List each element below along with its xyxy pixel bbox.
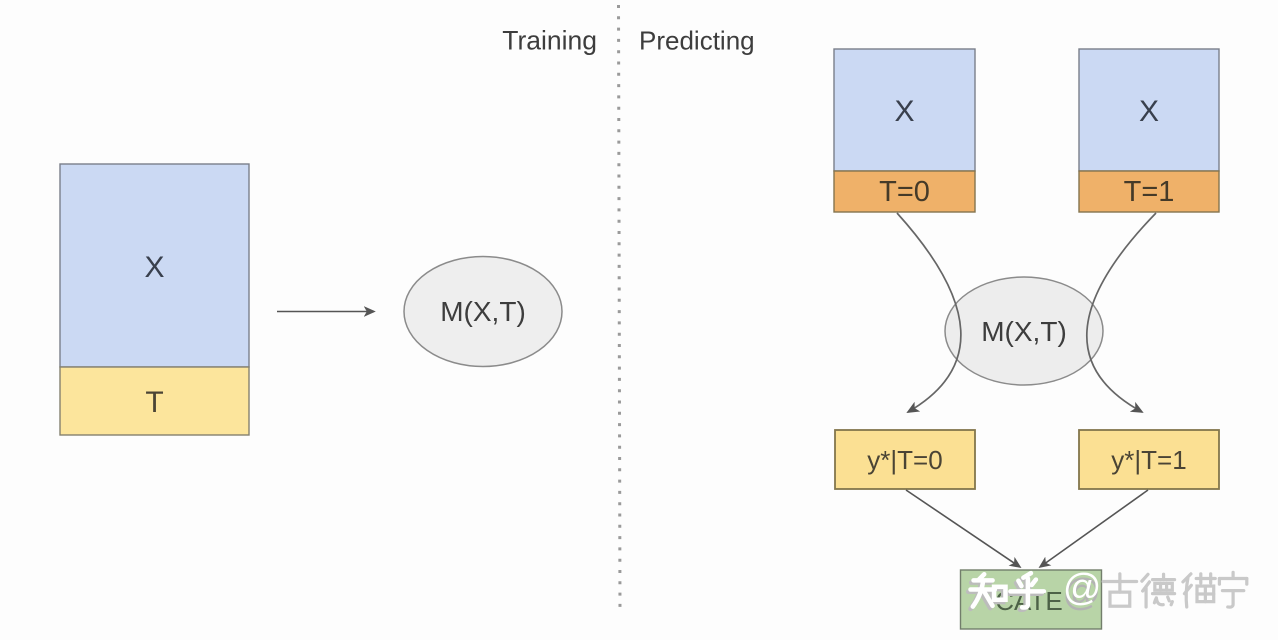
svg-text:M(X,T): M(X,T) <box>440 296 526 327</box>
svg-text:y*|T=0: y*|T=0 <box>867 445 942 475</box>
svg-text:T=1: T=1 <box>1124 176 1175 208</box>
svg-text:T: T <box>145 386 163 419</box>
svg-text:T=0: T=0 <box>879 176 930 208</box>
svg-text:X: X <box>1139 95 1159 128</box>
svg-text:X: X <box>144 251 164 284</box>
svg-text:Predicting: Predicting <box>639 26 755 56</box>
svg-text:@: @ <box>1062 572 1101 614</box>
svg-text:M(X,T): M(X,T) <box>981 316 1067 347</box>
svg-text:y*|T=1: y*|T=1 <box>1111 445 1186 475</box>
svg-text:@: @ <box>1063 567 1102 609</box>
svg-text:Training: Training <box>502 26 597 56</box>
svg-text:X: X <box>894 95 914 128</box>
